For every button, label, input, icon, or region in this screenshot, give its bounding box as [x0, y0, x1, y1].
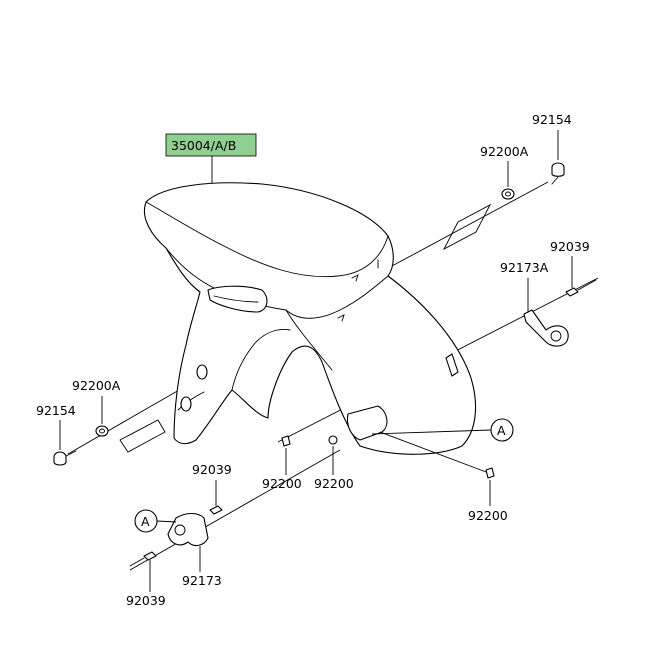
grommet-mid[interactable] [328, 435, 338, 445]
label-nut-lower-bottom[interactable]: 92039 [126, 593, 166, 608]
leader-ref-left [156, 520, 177, 523]
ref-left-letter: A [141, 514, 150, 529]
mount-hole-lower [180, 396, 192, 412]
grommet-right[interactable] [485, 467, 495, 479]
ref-right-letter: A [497, 423, 506, 438]
washer-top[interactable] [501, 188, 515, 200]
axis-top-bolt [391, 181, 549, 267]
label-grommet-center[interactable]: 92200 [262, 476, 302, 491]
front-fender [144, 182, 477, 455]
washer-left[interactable] [95, 425, 109, 437]
label-clamp-right[interactable]: 92173A [500, 260, 549, 275]
bolt-top[interactable] [551, 162, 565, 185]
leader-ref-right [371, 429, 492, 435]
axis-lower-clamp [129, 449, 341, 571]
label-grommet-mid[interactable]: 92200 [314, 476, 354, 491]
label-bolt-left[interactable]: 92154 [36, 403, 76, 418]
part-number-highlight [165, 133, 257, 157]
clamp-right[interactable] [523, 309, 569, 347]
label-clamp-lower[interactable]: 92173 [182, 573, 222, 588]
fender-vent [207, 285, 268, 313]
nut-right-top[interactable] [565, 279, 597, 297]
nut-lower-top[interactable] [209, 505, 223, 515]
label-washer-top[interactable]: 92200A [480, 144, 529, 159]
grommet-center[interactable] [281, 435, 291, 447]
bolt-left[interactable] [53, 450, 77, 466]
label-bolt-top[interactable]: 92154 [532, 112, 572, 127]
clamp-lower[interactable] [167, 512, 209, 547]
label-nut-lower-top[interactable]: 92039 [192, 462, 232, 477]
mount-hole-upper [196, 364, 208, 380]
label-grommet-right[interactable]: 92200 [468, 508, 508, 523]
leader-bracket-to-grommet [379, 431, 487, 473]
label-nut-right-top[interactable]: 92039 [550, 239, 590, 254]
label-washer-left[interactable]: 92200A [72, 378, 121, 393]
fender-bracket [346, 405, 388, 441]
nut-lower-bottom[interactable] [129, 551, 157, 567]
label-fender[interactable]: 35004/A/B [171, 138, 236, 153]
projection-band-upper [442, 203, 492, 251]
projection-band-lower [119, 419, 166, 453]
